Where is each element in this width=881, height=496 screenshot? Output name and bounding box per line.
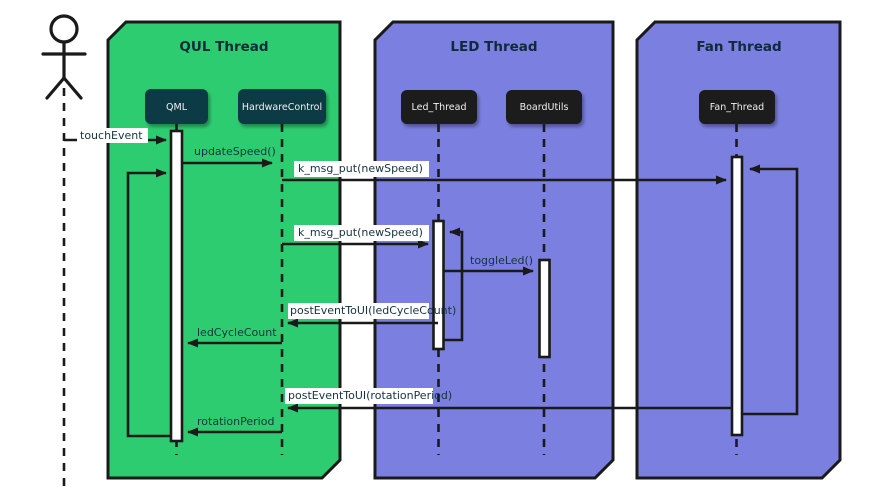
participant-boardutils[interactable]: BoardUtils xyxy=(506,90,582,124)
message-toggleled[interactable]: toggleLed() xyxy=(443,254,534,276)
message-toggleled-label: toggleLed() xyxy=(470,254,533,267)
self-loop-led-thread xyxy=(443,227,464,342)
message-updatespeed-label: updateSpeed() xyxy=(194,145,276,158)
message-posteventtoui-ledcyclecount-label: postEventToUI(ledCycleCount) xyxy=(290,304,456,317)
participant-qml-box xyxy=(145,89,208,124)
participant-qml-label: QML xyxy=(166,102,188,113)
message-touchevent-label: touchEvent xyxy=(80,129,143,142)
message-ledcyclecount[interactable]: ledCycleCount xyxy=(187,326,282,348)
actor-leg-left xyxy=(45,76,66,100)
self-loop-qml xyxy=(126,168,171,438)
participant-boardutils-label: BoardUtils xyxy=(520,102,569,113)
message-kmsgput-led-label-bg xyxy=(294,225,429,241)
message-kmsgput-led-label: k_msg_put(newSpeed) xyxy=(298,226,423,239)
message-posteventtoui-ledcyclecount[interactable]: postEventToUI(ledCycleCount) xyxy=(287,303,456,328)
activation-qml xyxy=(169,129,184,443)
message-posteventtoui-rotationperiod[interactable]: postEventToUI(rotationPeriod) xyxy=(285,388,732,413)
participant-hardwarecontrol[interactable]: HardwareControl xyxy=(238,89,326,124)
panel-led-title: LED Thread xyxy=(450,39,537,55)
message-posteventtoui-rotationperiod-label: postEventToUI(rotationPeriod) xyxy=(288,389,452,402)
activation-led-thread xyxy=(432,219,445,351)
message-posteventtoui-ledcyclecount-label-bg xyxy=(288,303,429,319)
message-ledcyclecount-label: ledCycleCount xyxy=(197,326,277,339)
participant-hardwarecontrol-label: HardwareControl xyxy=(242,102,322,113)
message-updatespeed[interactable]: updateSpeed() xyxy=(182,145,276,168)
panel-led-shape xyxy=(373,20,615,480)
participant-led-thread[interactable]: Led_Thread xyxy=(401,90,477,124)
message-rotationperiod-label: rotationPeriod xyxy=(197,415,274,428)
participant-hardwarecontrol-box xyxy=(238,89,326,124)
actor-leg-right xyxy=(62,76,83,100)
self-loop-fan-thread xyxy=(742,164,799,416)
panel-qul-title: QUL Thread xyxy=(179,39,268,55)
message-kmsgput-fan-label: k_msg_put(newSpeed) xyxy=(298,162,423,175)
message-kmsgput-fan-label-bg xyxy=(294,161,429,177)
activation-boardutils xyxy=(538,258,551,359)
participant-fan-thread-box xyxy=(699,90,775,124)
participant-fan-thread[interactable]: Fan_Thread xyxy=(699,90,775,124)
participant-fan-thread-label: Fan_Thread xyxy=(710,102,764,113)
participant-qml[interactable]: QML xyxy=(145,89,208,124)
message-posteventtoui-rotationperiod-label-bg xyxy=(285,388,433,404)
participant-boardutils-box xyxy=(506,90,582,124)
message-touchevent[interactable]: touchEvent xyxy=(64,128,167,145)
message-kmsgput-led[interactable]: k_msg_put(newSpeed) xyxy=(282,225,429,249)
activation-fan-thread xyxy=(730,155,744,437)
actor-stick-figure[interactable] xyxy=(41,14,87,100)
message-rotationperiod[interactable]: rotationPeriod xyxy=(187,415,282,437)
panel-led-thread[interactable]: LED Thread xyxy=(373,20,615,480)
message-touchevent-label-bg xyxy=(77,128,148,143)
panel-fan-title: Fan Thread xyxy=(696,39,781,55)
message-kmsgput-fan[interactable]: k_msg_put(newSpeed) xyxy=(282,161,727,185)
participant-led-thread-label: Led_Thread xyxy=(412,102,467,113)
participant-led-thread-box xyxy=(401,90,477,124)
